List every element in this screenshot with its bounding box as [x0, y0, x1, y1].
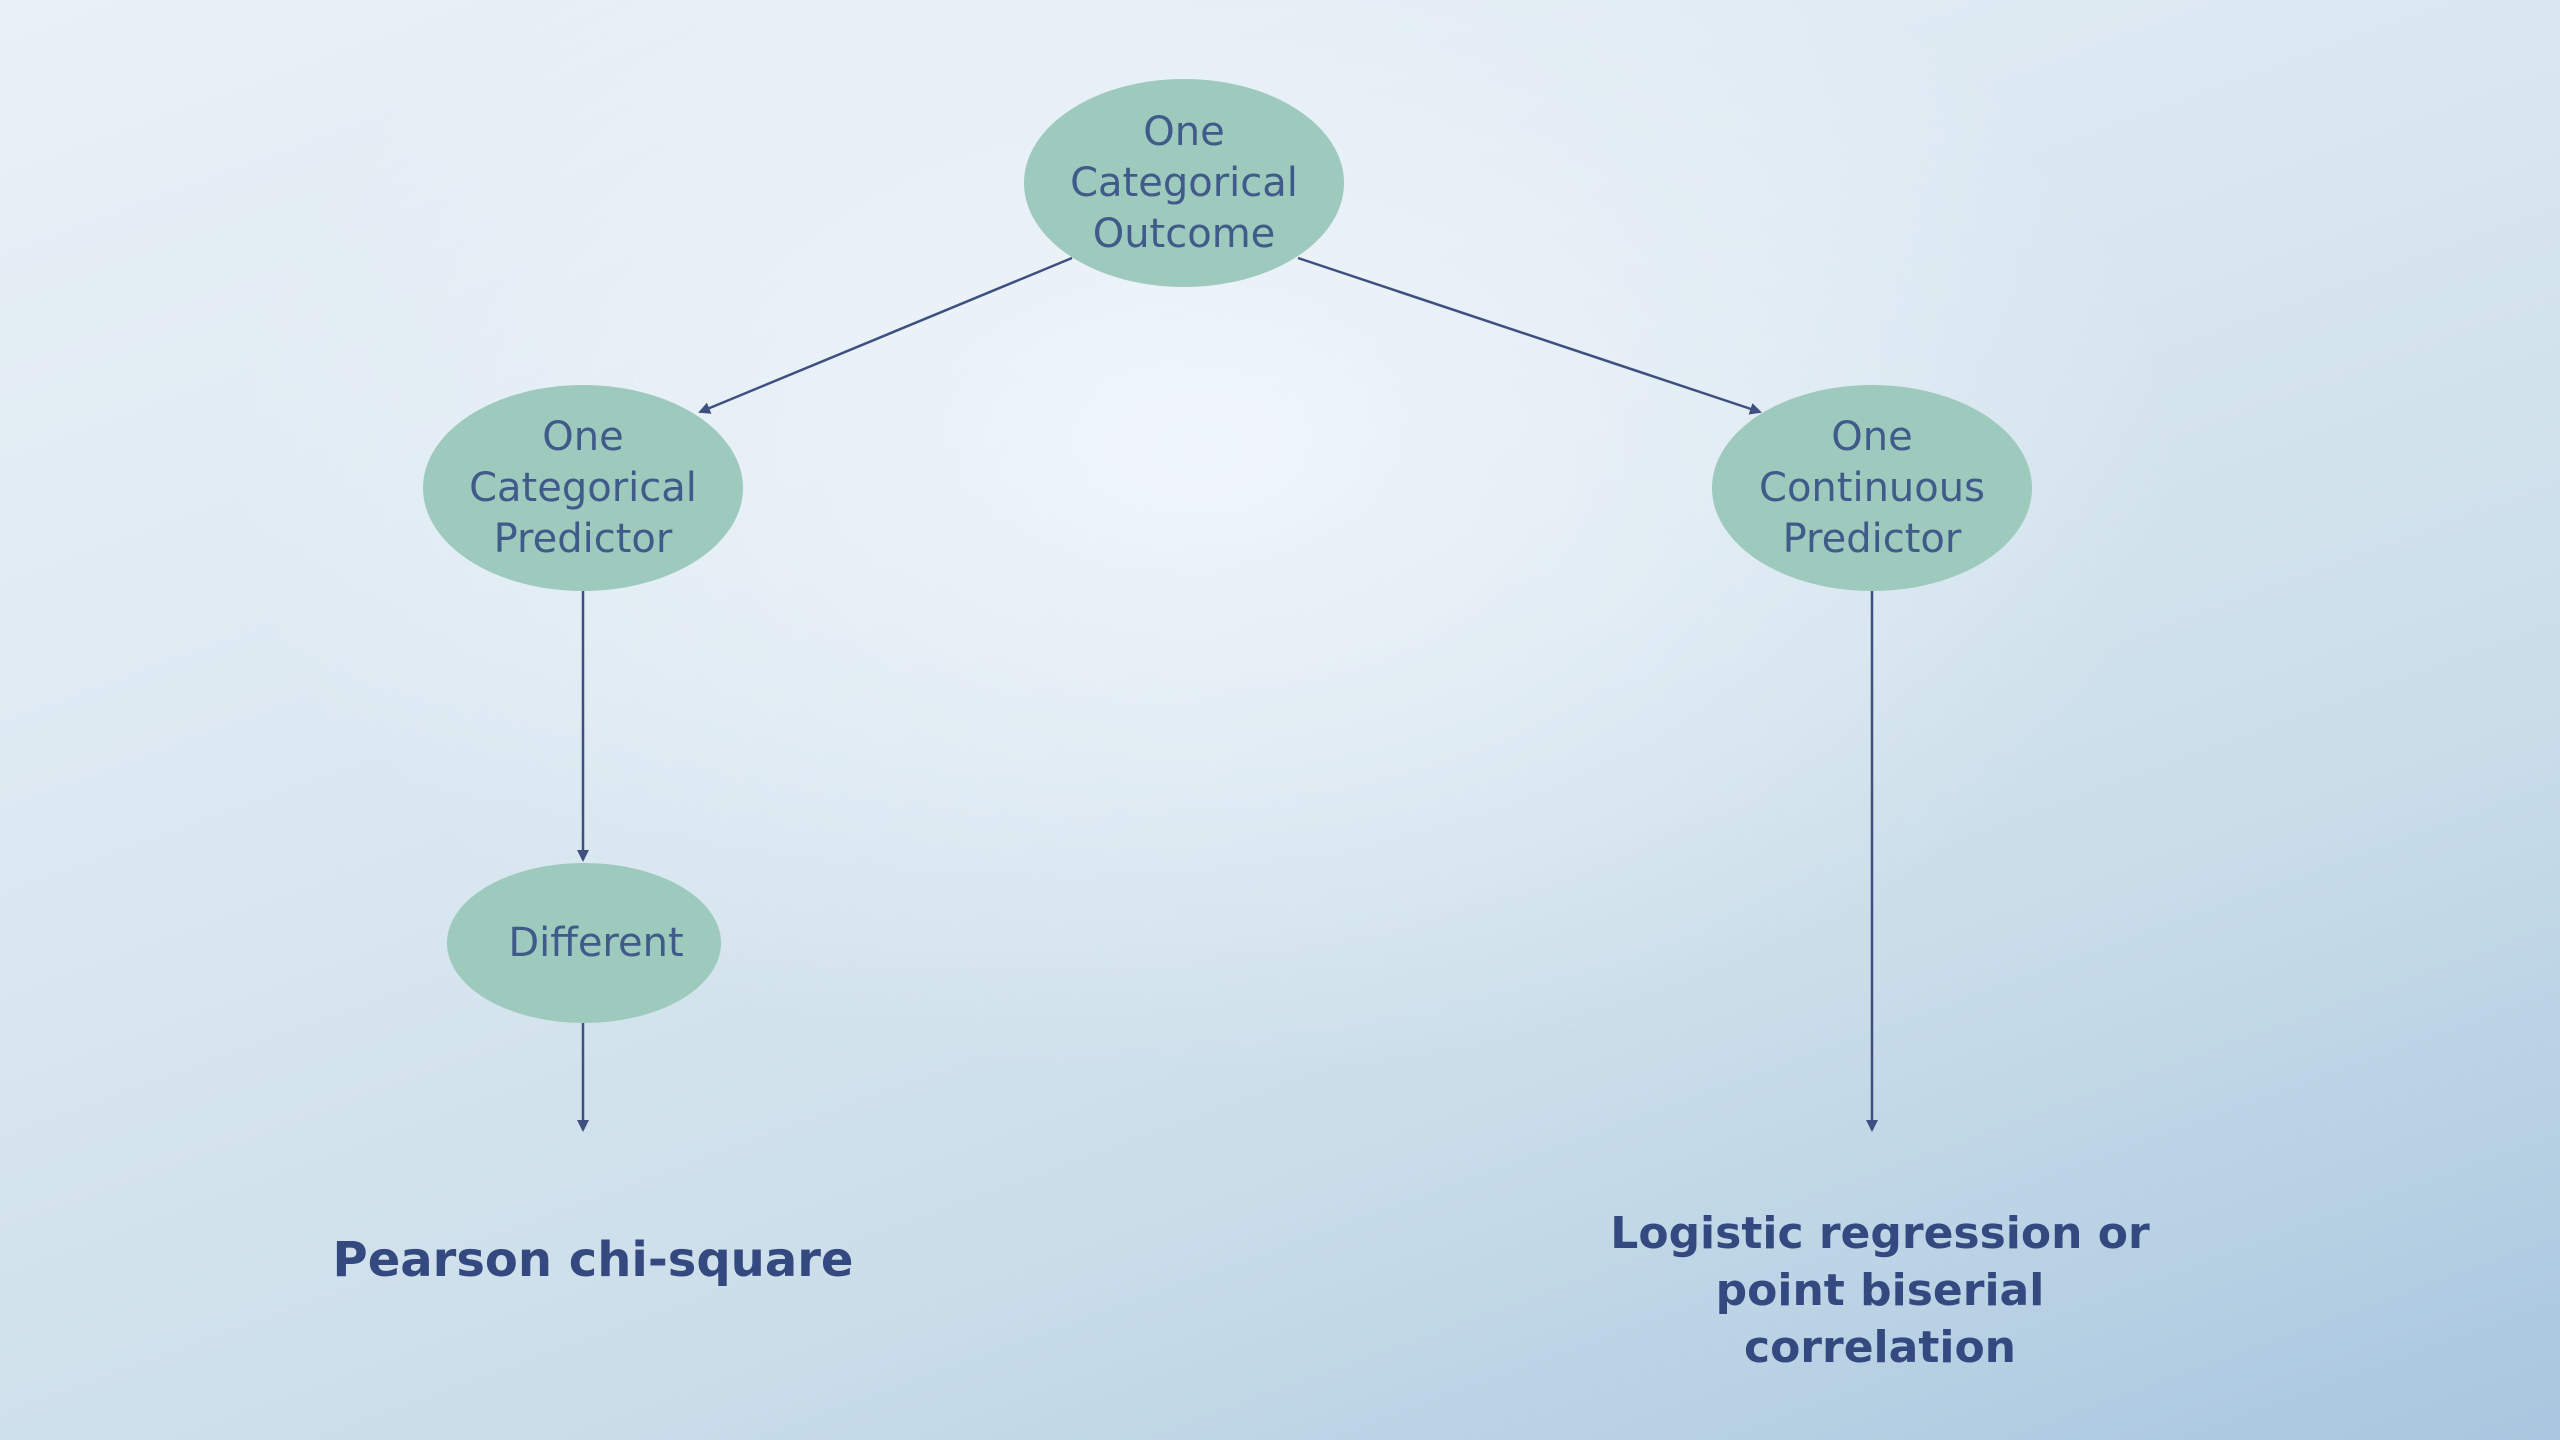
node-categorical-outcome: One Categorical Outcome — [1024, 79, 1344, 287]
result-logistic-regression: Logistic regression or point biserial co… — [1610, 1208, 2150, 1373]
node-continuous-predictor: One Continuous Predictor — [1712, 385, 2032, 591]
node-different: Different — [447, 863, 721, 1023]
node-categorical-predictor: One Categorical Predictor — [423, 385, 743, 591]
arrow-outcome-to-continuous-predictor — [1297, 256, 1762, 415]
arrow-outcome-to-categorical-predictor — [698, 256, 1073, 414]
result-pearson-chi-square: Pearson chi-square — [332, 1232, 854, 1288]
